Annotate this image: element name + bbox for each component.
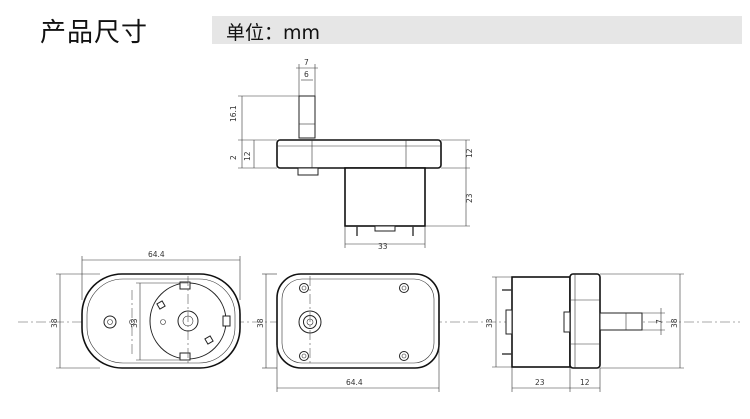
dim-shaft-length: 16.1 <box>229 105 238 122</box>
dim-side-motor-length: 23 <box>535 378 545 387</box>
unit-label: 单位：mm <box>226 22 321 44</box>
back-screw-top-right <box>399 283 409 293</box>
front-slot-bottom <box>179 352 191 361</box>
side-tab <box>563 311 571 333</box>
dim-gearbox-height-right: 12 <box>465 148 474 158</box>
back-view: 38 64.4 <box>256 273 440 392</box>
front-view: 64.4 38 33 <box>50 250 241 369</box>
dim-front-height: 38 <box>50 318 59 328</box>
front-slot-top <box>179 281 191 290</box>
dim-gearbox-height: 12 <box>243 151 252 161</box>
dim-front-width: 64.4 <box>148 250 165 259</box>
dim-back-height: 38 <box>256 318 265 328</box>
side-motor-body <box>511 276 571 368</box>
front-slot-right <box>222 315 231 327</box>
dim-side-motor-height: 33 <box>485 318 494 328</box>
dim-back-width: 64.4 <box>346 378 363 387</box>
dim-motor-width: 33 <box>378 242 388 251</box>
back-screw-bottom-right <box>399 351 409 361</box>
front-left-hole <box>103 315 117 329</box>
back-screw-bottom-left <box>299 351 309 361</box>
dim-side-total-height: 38 <box>670 318 679 328</box>
top-view: 7 6 16.1 2 12 12 23 <box>229 58 474 251</box>
dim-shaft-width: 7 <box>304 58 309 67</box>
top-tab <box>297 167 319 176</box>
side-shaft <box>599 312 643 331</box>
dim-flange-gap: 2 <box>229 155 238 160</box>
side-motor-endcap <box>505 309 513 335</box>
dim-front-center-height: 33 <box>130 318 139 328</box>
dim-shaft-flat: 6 <box>304 70 309 79</box>
side-view: 33 7 38 23 12 <box>485 273 684 392</box>
top-motor-endcap <box>374 225 396 232</box>
dim-motor-height: 23 <box>465 193 474 203</box>
top-gearbox <box>276 139 442 169</box>
top-motor-body <box>344 167 426 227</box>
page-title: 产品尺寸 <box>40 18 149 48</box>
back-housing <box>276 273 440 369</box>
side-gearbox <box>569 273 601 369</box>
back-screw-top-left <box>299 283 309 293</box>
dim-side-gear-length: 12 <box>580 378 590 387</box>
unit-bar: 单位：mm <box>212 16 742 44</box>
top-shaft <box>298 95 316 139</box>
dim-side-shaft: 7 <box>655 319 664 324</box>
